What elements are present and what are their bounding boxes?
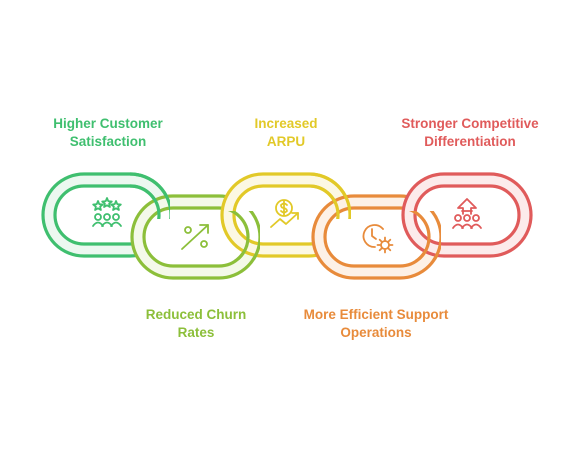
chain-link-overlap — [408, 211, 441, 260]
stars-people-icon — [92, 197, 122, 227]
chain-link-overlap — [311, 172, 351, 219]
clock-gear-icon — [362, 224, 394, 254]
dollar-trend-icon — [270, 199, 299, 228]
percent-trend-icon — [181, 224, 209, 250]
chain-link-overlap — [227, 211, 260, 260]
chain-link-overlap — [130, 172, 170, 219]
people-up-arrow-icon — [452, 198, 482, 229]
chain-link-stronger-competitive-differentiation — [401, 172, 533, 258]
